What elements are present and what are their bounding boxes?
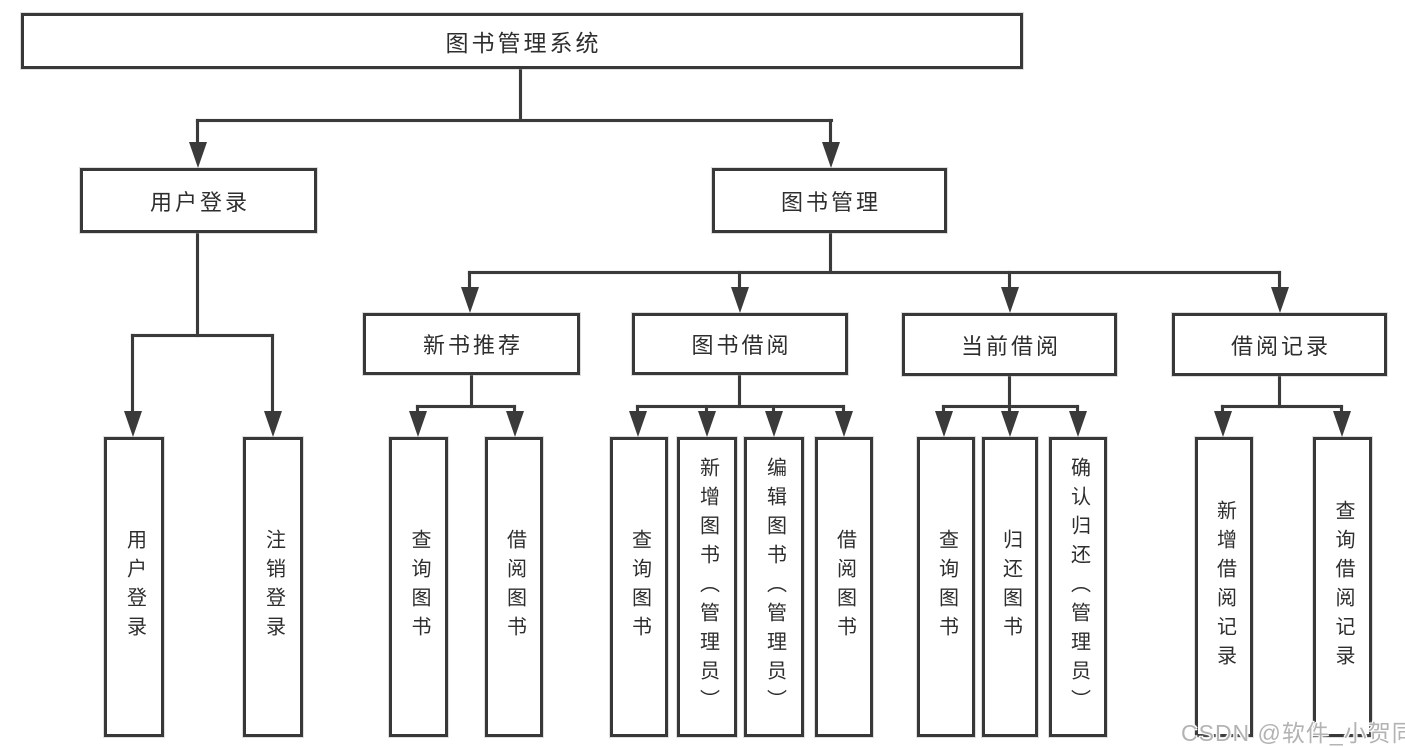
node-book-borrowing: 图书借阅 [632, 313, 848, 375]
arrowhead-icon [1001, 287, 1019, 313]
leaf-return-books: 归还图书 [982, 437, 1038, 737]
leaf-edit-book-admin: 编辑图书（管理员） [744, 437, 804, 737]
leaf-query-books-1-label: 查询图书 [408, 529, 430, 645]
leaf-return-books-label: 归还图书 [999, 529, 1022, 645]
arrowhead-icon [731, 287, 749, 313]
leaf-confirm-return-admin: 确认归还（管理员） [1049, 437, 1107, 737]
leaf-add-borrow-record-label: 新增借阅记录 [1213, 500, 1236, 674]
leaf-query-books-2-label: 查询图书 [628, 529, 651, 645]
arrowhead-icon [189, 142, 207, 168]
node-borrowing-records-label: 借阅记录 [1230, 333, 1331, 359]
connector-line [131, 334, 134, 413]
connector-line [1340, 405, 1343, 413]
leaf-user-login-label: 用户登录 [123, 529, 146, 645]
leaf-query-books-1: 查询图书 [389, 437, 448, 737]
connector-line [416, 405, 419, 413]
connector-line [705, 405, 708, 413]
connector-line [1008, 405, 1011, 413]
connector-line [1278, 271, 1281, 289]
node-borrowing-records: 借阅记录 [1172, 313, 1387, 376]
node-book-borrowing-label: 图书借阅 [691, 333, 792, 358]
leaf-user-login: 用户登录 [104, 437, 164, 737]
connector-line [196, 119, 833, 122]
connector-line [470, 375, 473, 408]
connector-line [196, 233, 199, 337]
node-new-book-recommend-label: 新书推荐 [422, 333, 523, 358]
connector-line [636, 405, 845, 408]
arrowhead-icon [835, 411, 853, 437]
connector-line [1008, 271, 1011, 289]
node-current-borrowing-label: 当前借阅 [960, 333, 1061, 359]
leaf-borrow-books-1-label: 借阅图书 [503, 529, 526, 645]
connector-line [131, 334, 274, 337]
connector-line [829, 119, 832, 144]
arrowhead-icon [1214, 411, 1232, 437]
leaf-borrow-books-2: 借阅图书 [815, 437, 873, 737]
node-book-management-label: 图书管理 [780, 189, 881, 215]
watermark-text: CSDN @软件_小贺同学 [1181, 720, 1405, 746]
leaf-query-books-3-label: 查询图书 [935, 529, 958, 645]
connector-line [1076, 405, 1079, 413]
connector-line [468, 271, 471, 289]
leaf-query-borrow-record-label: 查询借阅记录 [1332, 500, 1354, 674]
arrowhead-icon [765, 411, 783, 437]
connector-line [942, 405, 945, 413]
connector-line [1008, 376, 1011, 408]
leaf-edit-book-admin-label: 编辑图书（管理员） [763, 456, 786, 718]
arrowhead-icon [698, 411, 716, 437]
connector-line [416, 405, 516, 408]
leaf-add-book-admin-label: 新增图书（管理员） [696, 456, 719, 718]
arrowhead-icon [629, 411, 647, 437]
connector-line [829, 233, 832, 273]
arrowhead-icon [409, 411, 427, 437]
arrowhead-icon [1333, 411, 1351, 437]
arrowhead-icon [124, 411, 142, 437]
leaf-query-books-3: 查询图书 [917, 437, 975, 737]
leaf-query-borrow-record: 查询借阅记录 [1313, 437, 1372, 737]
leaf-logout: 注销登录 [243, 437, 303, 737]
node-root: 图书管理系统 [21, 13, 1023, 69]
leaf-add-borrow-record: 新增借阅记录 [1195, 437, 1253, 737]
leaf-add-book-admin: 新增图书（管理员） [677, 437, 737, 737]
arrowhead-icon [461, 287, 479, 313]
node-book-management: 图书管理 [712, 168, 947, 233]
leaf-borrow-books-1: 借阅图书 [485, 437, 543, 737]
leaf-confirm-return-admin-label: 确认归还（管理员） [1067, 456, 1090, 718]
connector-line [738, 375, 741, 408]
connector-line [271, 334, 274, 413]
arrowhead-icon [1001, 411, 1019, 437]
leaf-borrow-books-2-label: 借阅图书 [833, 529, 856, 645]
connector-line [196, 119, 199, 144]
arrowhead-icon [506, 411, 524, 437]
leaf-query-books-2: 查询图书 [610, 437, 668, 737]
connector-line [738, 271, 741, 289]
arrowhead-icon [1271, 287, 1289, 313]
arrowhead-icon [935, 411, 953, 437]
leaf-logout-label: 注销登录 [262, 529, 285, 645]
node-current-borrowing: 当前借阅 [902, 313, 1117, 376]
node-user-login-label: 用户登录 [149, 189, 250, 215]
node-root-label: 图书管理系统 [445, 30, 602, 56]
connector-line [1221, 405, 1343, 408]
node-new-book-recommend: 新书推荐 [363, 313, 580, 375]
connector-line [842, 405, 845, 413]
node-user-login: 用户登录 [80, 168, 317, 233]
arrowhead-icon [1069, 411, 1087, 437]
connector-line [636, 405, 639, 413]
connector-line [1221, 405, 1224, 413]
connector-line [519, 69, 522, 121]
connector-line [513, 405, 516, 413]
arrowhead-icon [264, 411, 282, 437]
connector-line [1278, 376, 1281, 408]
connector-line [468, 271, 1281, 274]
arrowhead-icon [822, 142, 840, 168]
connector-line [772, 405, 775, 413]
